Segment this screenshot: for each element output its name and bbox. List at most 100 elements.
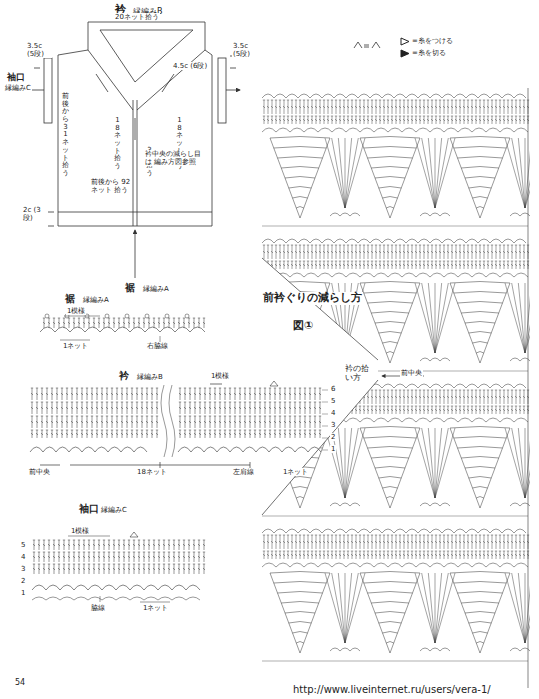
pineapple-motif: [450, 427, 510, 509]
fan-motif: [415, 573, 455, 643]
stitch-row: [179, 402, 321, 414]
row-number: 1: [20, 589, 26, 597]
pickup-note: 20ネット拾う: [114, 13, 160, 21]
part-title: 裾: [124, 282, 136, 294]
stitch-row: [263, 116, 529, 124]
shoulder-line-label: 左肩線: [232, 468, 255, 476]
unit-label: 1ネット: [282, 468, 309, 476]
chain-arches: [420, 213, 450, 216]
arrow: [96, 74, 174, 278]
edging-charts: [30, 314, 328, 602]
stitch-row: [31, 430, 158, 438]
pineapple-motif: [360, 282, 420, 364]
page-number: 54: [14, 678, 26, 687]
legend-symbol: [400, 49, 410, 58]
row-number: 1: [330, 445, 336, 453]
fan-motif: [325, 138, 365, 208]
center-label: 前中央: [28, 468, 51, 476]
chain-arches: [30, 447, 147, 452]
stitch-row: [33, 552, 205, 562]
chain-arches: [420, 503, 450, 506]
dimension: 3.5c (5段): [26, 42, 52, 58]
chain-arches: [510, 358, 539, 361]
row-number: 3: [20, 565, 26, 573]
chain-arches: [510, 648, 539, 651]
edging-name: 縁編みA: [142, 285, 170, 293]
pineapple-motif: [450, 572, 510, 654]
row-line: [262, 226, 528, 227]
section-title: 前衿ぐりの減らし方: [262, 292, 363, 305]
row-number: 4: [330, 409, 336, 417]
chain-arches: [32, 585, 200, 590]
row-number: 2: [330, 433, 336, 441]
chain-arches: [420, 648, 450, 651]
chain-arches: [262, 273, 528, 277]
cuff-band: [44, 58, 52, 123]
stitch-row: [31, 416, 158, 428]
pineapple-motif: [450, 282, 510, 364]
chain-arches: [330, 358, 360, 361]
note: 衿中央の減らし目は 編み方図参照: [144, 150, 208, 166]
stitch-row: [263, 261, 529, 269]
dimension: 4.5c (6段): [172, 62, 208, 70]
pineapple-chart: [262, 88, 539, 688]
pickup-note: 前後から 31ネット拾う: [62, 92, 69, 179]
neck-edge: [40, 258, 424, 515]
row-number: 2: [20, 577, 26, 585]
chain-arches: [262, 128, 528, 132]
row-number: 6: [330, 385, 336, 393]
symbol-key: [354, 42, 380, 48]
stitch-row: [179, 430, 321, 438]
row-number: 4: [20, 553, 26, 561]
stitch-row: [31, 388, 158, 400]
legend-row: =糸をつける: [400, 36, 453, 46]
stitch-row: [263, 551, 529, 559]
garment-schematic: [30, 22, 240, 278]
chart-edge: [528, 88, 529, 688]
arrow: [30, 90, 240, 91]
row-line: [262, 516, 528, 517]
stitch-row: [179, 416, 321, 428]
span-label: 18ネット: [136, 468, 168, 476]
chain-arches: [262, 384, 526, 388]
chain-arches: [40, 327, 205, 332]
pineapple-motif: [450, 137, 510, 219]
part-title: 袖口: [6, 72, 26, 82]
chain-arches: [178, 447, 321, 452]
repeat-label: 1模様: [66, 307, 86, 315]
edging-name: 縁編みB: [136, 373, 164, 381]
pickup-note: 18ネット拾う: [114, 116, 121, 172]
edging-name: 縁編みC: [100, 506, 128, 514]
chain-arches: [32, 597, 200, 600]
chain-arches: [262, 529, 526, 533]
legend-symbol: [400, 37, 410, 46]
pineapple-motif: [360, 137, 420, 219]
watermark: http://www.liveinternet.ru/users/vera-1/: [292, 684, 492, 696]
part-title: 袖口: [78, 503, 100, 515]
treble-row: [263, 535, 529, 549]
fan-motif: [505, 138, 539, 208]
pineapple-motif: [270, 427, 330, 509]
pineapple-motif: [360, 572, 420, 654]
fan-motif: [325, 573, 365, 643]
chain-arches: [330, 213, 360, 216]
part-title: 裾: [64, 293, 76, 305]
center-label: 前中央: [400, 369, 423, 377]
chain-arches: [262, 418, 528, 422]
treble-row: [263, 100, 529, 114]
yarn-mark: [270, 381, 278, 386]
chain-arches: [262, 239, 526, 243]
repeat-label: 1模様: [210, 372, 230, 380]
figure-number: 図①: [292, 320, 314, 333]
stitch-row: [179, 388, 321, 400]
dimension-tick: [34, 56, 236, 226]
chain-arches: [330, 648, 360, 651]
bracket: [68, 536, 170, 602]
pineapple-motif: [270, 137, 330, 219]
fan-motif: [505, 428, 539, 498]
yarn-mark: [130, 532, 138, 537]
edging-name: 縁編みA: [82, 296, 110, 304]
break-line: [161, 385, 175, 457]
legend-row: =糸を切る: [400, 48, 446, 58]
